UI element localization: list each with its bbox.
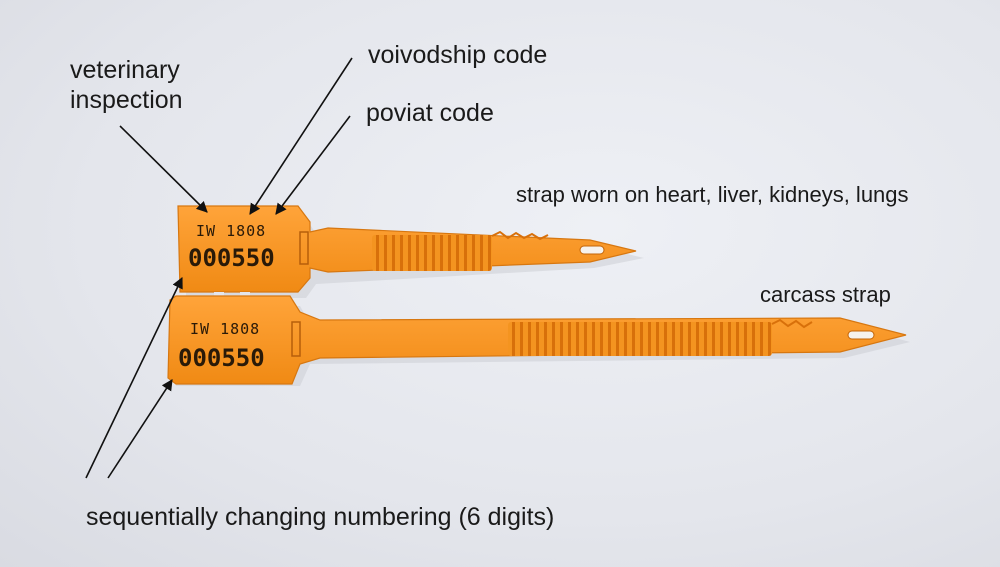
label-voivodship-code: voivodship code (368, 41, 548, 69)
small-tag-number: 000550 (188, 244, 275, 272)
label-carcass-strap: carcass strap (760, 282, 891, 307)
arrow-poviat (275, 115, 351, 215)
large-tag (167, 295, 907, 385)
large-tag-number: 000550 (178, 344, 265, 372)
arrow-veterinary (119, 125, 208, 213)
label-veterinary-inspection: veterinary inspection (70, 56, 183, 114)
arrow-numbering-2 (107, 379, 173, 479)
small-tag-code: IW 1808 (196, 222, 267, 240)
label-small-strap: strap worn on heart, liver, kidneys, lun… (516, 182, 909, 207)
large-tag-code: IW 1808 (190, 320, 261, 338)
label-poviat-code: poviat code (366, 99, 494, 127)
arrow-numbering-1 (85, 276, 183, 479)
label-numbering: sequentially changing numbering (6 digit… (86, 503, 555, 531)
arrow-voivodship (249, 57, 353, 215)
